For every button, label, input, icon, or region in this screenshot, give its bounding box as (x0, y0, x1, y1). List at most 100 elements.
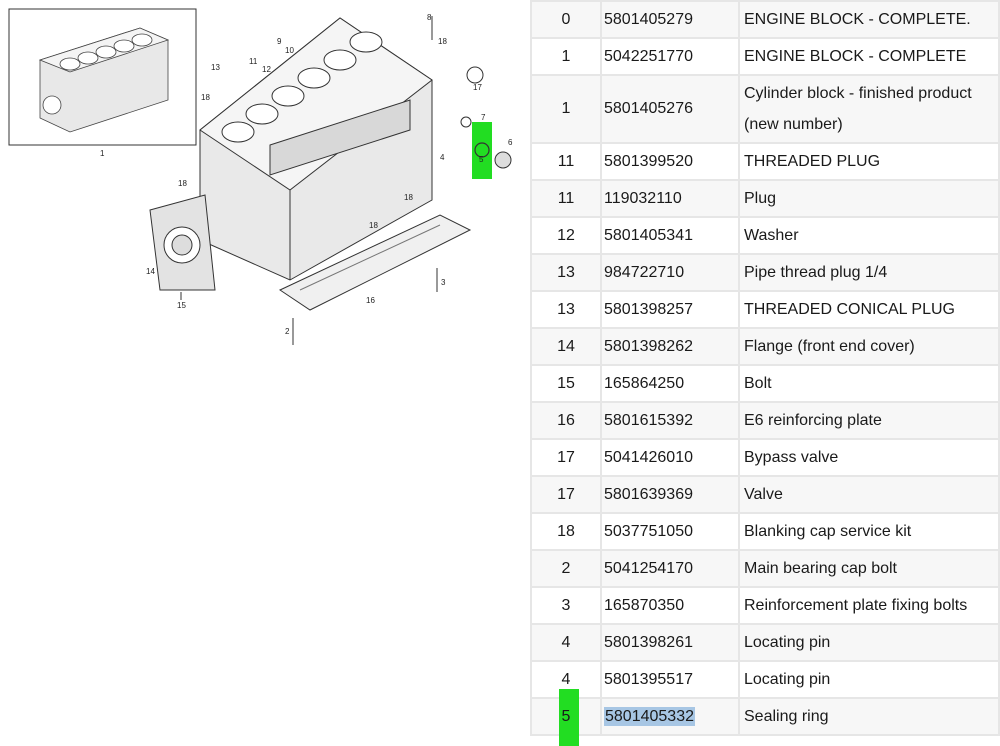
callout: 4 (440, 153, 445, 162)
description-cell: Main bearing cap bolt (738, 549, 1000, 588)
ref-cell: 12 (530, 216, 602, 255)
table-row[interactable]: 1 5801405276 Cylinder block - finished p… (530, 74, 1000, 144)
ref-cell: 13 (530, 253, 602, 292)
ref-cell: 1 (530, 74, 602, 144)
callout: 18 (404, 193, 413, 202)
callout: 18 (178, 179, 187, 188)
description-cell: Valve (738, 475, 1000, 514)
callout: 3 (441, 278, 446, 287)
parts-table: 0 5801405279 ENGINE BLOCK - COMPLETE. 1 … (530, 0, 1000, 746)
callout: 15 (177, 301, 186, 310)
inset-thumbnail[interactable]: 1 (8, 8, 197, 158)
table-row[interactable]: 11 5801399520 THREADED PLUG (530, 142, 1000, 181)
description-cell: Pipe thread plug 1/4 (738, 253, 1000, 292)
table-row[interactable]: 17 5801639369 Valve (530, 475, 1000, 514)
ref-cell: 4 (530, 623, 602, 662)
callout: 9 (277, 37, 282, 46)
ref-cell: 17 (530, 438, 602, 477)
description-cell: E6 reinforcing plate (738, 401, 1000, 440)
part-number-cell[interactable]: 5801398262 (600, 327, 740, 366)
ref-cell: 17 (530, 475, 602, 514)
table-row[interactable]: 1 5042251770 ENGINE BLOCK - COMPLETE (530, 37, 1000, 76)
ref-cell: 13 (530, 290, 602, 329)
table-row[interactable]: 16 5801615392 E6 reinforcing plate (530, 401, 1000, 440)
ref-cell: 5 (530, 689, 602, 746)
part-number-cell[interactable]: 5041426010 (600, 438, 740, 477)
part-number-cell[interactable]: 5037751050 (600, 512, 740, 551)
callout: 12 (262, 65, 271, 74)
ref-5-highlight (559, 689, 579, 746)
table-row[interactable]: 11 119032110 Plug (530, 179, 1000, 218)
description-cell: Locating pin (738, 660, 1000, 699)
part-number-cell[interactable]: 5801398257 (600, 290, 740, 329)
parts-diagram[interactable]: 1 8 9 10 (0, 0, 530, 740)
ref-cell: 16 (530, 401, 602, 440)
table-row[interactable]: 14 5801398262 Flange (front end cover) (530, 327, 1000, 366)
table-row[interactable]: 15 165864250 Bolt (530, 364, 1000, 403)
description-cell: Sealing ring (738, 697, 1000, 736)
callout: 14 (146, 267, 155, 276)
part-number-cell[interactable]: 5801395517 (600, 660, 740, 699)
callout: 6 (508, 138, 513, 147)
ref-cell: 11 (530, 179, 602, 218)
ref-value: 5 (561, 707, 571, 725)
table-row[interactable]: 17 5041426010 Bypass valve (530, 438, 1000, 477)
ref-cell: 3 (530, 586, 602, 625)
description-cell: Bolt (738, 364, 1000, 403)
table-row[interactable]: 13 5801398257 THREADED CONICAL PLUG (530, 290, 1000, 329)
description-cell: Washer (738, 216, 1000, 255)
table-row[interactable]: 3 165870350 Reinforcement plate fixing b… (530, 586, 1000, 625)
callout: 11 (249, 57, 258, 66)
part-number-cell[interactable]: 5801615392 (600, 401, 740, 440)
callout-labels: 8 9 10 11 12 13 18 18 17 7 6 5 4 18 18 1… (146, 13, 513, 336)
description-cell: THREADED CONICAL PLUG (738, 290, 1000, 329)
part-number-cell[interactable]: 5041254170 (600, 549, 740, 588)
inset-label: 1 (100, 149, 105, 158)
table-row[interactable]: 13 984722710 Pipe thread plug 1/4 (530, 253, 1000, 292)
part-number-cell[interactable]: 5801399520 (600, 142, 740, 181)
selected-part-number[interactable]: 5801405332 (604, 706, 695, 726)
ref-cell: 14 (530, 327, 602, 366)
ref-cell: 18 (530, 512, 602, 551)
part-number-cell[interactable]: 5801639369 (600, 475, 740, 514)
callout: 8 (427, 13, 432, 22)
callout: 16 (366, 296, 375, 305)
part-number-cell[interactable]: 5801405279 (600, 0, 740, 39)
description-cell: Locating pin (738, 623, 1000, 662)
description-cell: THREADED PLUG (738, 142, 1000, 181)
part-number-cell[interactable]: 165870350 (600, 586, 740, 625)
description-cell: Flange (front end cover) (738, 327, 1000, 366)
part-number-cell[interactable]: 5801405276 (600, 74, 740, 144)
ref-cell: 1 (530, 37, 602, 76)
ref-cell: 2 (530, 549, 602, 588)
part-number-cell[interactable]: 119032110 (600, 179, 740, 218)
ref-cell: 11 (530, 142, 602, 181)
callout: 18 (201, 93, 210, 102)
part-number-cell[interactable]: 5801405341 (600, 216, 740, 255)
callout: 10 (285, 46, 294, 55)
description-cell: Reinforcement plate fixing bolts (738, 586, 1000, 625)
callout: 5 (479, 155, 484, 164)
callout: 2 (285, 327, 290, 336)
part-number-cell[interactable]: 5042251770 (600, 37, 740, 76)
engine-block-drawing[interactable] (149, 16, 512, 345)
part-number-cell-selected[interactable]: 5801405332 (600, 697, 740, 736)
table-row[interactable]: 12 5801405341 Washer (530, 216, 1000, 255)
part-number-cell[interactable]: 984722710 (600, 253, 740, 292)
table-row[interactable]: 4 5801398261 Locating pin (530, 623, 1000, 662)
part-number-cell[interactable]: 165864250 (600, 364, 740, 403)
table-row[interactable]: 2 5041254170 Main bearing cap bolt (530, 549, 1000, 588)
table-row[interactable]: 0 5801405279 ENGINE BLOCK - COMPLETE. (530, 0, 1000, 39)
description-cell: ENGINE BLOCK - COMPLETE (738, 37, 1000, 76)
callout: 17 (473, 83, 482, 92)
table-row-selected[interactable]: 5 5801405332 Sealing ring (530, 689, 1000, 746)
callout: 18 (438, 37, 447, 46)
table-row[interactable]: 4 5801395517 Locating pin (530, 660, 1000, 699)
table-row[interactable]: 18 5037751050 Blanking cap service kit (530, 512, 1000, 551)
callout: 7 (481, 113, 486, 122)
description-cell: Cylinder block - finished product (new n… (738, 74, 1000, 144)
ref-cell: 0 (530, 0, 602, 39)
part-number-cell[interactable]: 5801398261 (600, 623, 740, 662)
description-cell: Blanking cap service kit (738, 512, 1000, 551)
callout-5-highlight (472, 122, 492, 179)
